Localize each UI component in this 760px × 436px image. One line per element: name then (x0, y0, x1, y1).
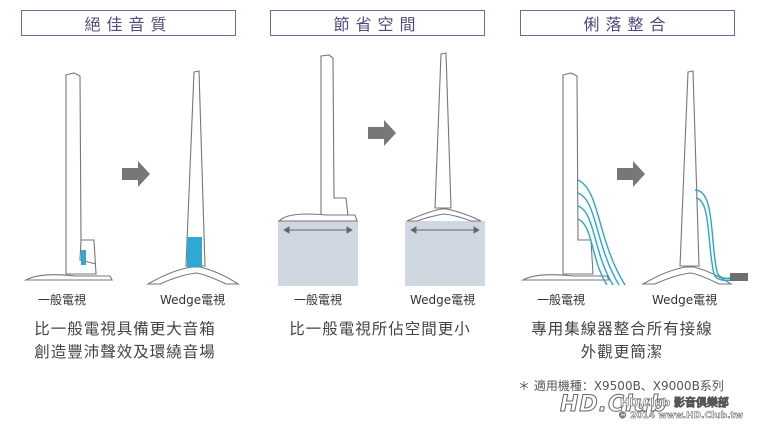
regular-footprint (278, 221, 358, 286)
wedge-cable (694, 189, 732, 282)
regular-tv-drawing (520, 72, 610, 281)
wedge-speaker (187, 237, 202, 267)
panel-space-saving: 節省空間 一般電視 Wedge電視 比一般電視所佔空間更小 (255, 0, 505, 436)
right-arrow-icon (617, 161, 645, 187)
label-regular-tv: 一般電視 (537, 293, 586, 307)
panel-title: 俐落整合 (520, 10, 735, 36)
panel-title: 節省空間 (270, 10, 485, 36)
regular-speaker (81, 250, 86, 265)
label-wedge-tv: Wedge電視 (160, 293, 226, 307)
right-arrow-icon (122, 161, 150, 187)
space-illustration (277, 52, 485, 286)
watermark-copyright: © 2014 www.HD.Club.tw (618, 411, 744, 422)
label-regular-tv: 一般電視 (294, 293, 343, 307)
wedge-tv-drawing (145, 70, 240, 285)
panel-caption: 比一般電視具備更大音箱 創造豐沛聲效及環繞音場 (34, 320, 216, 361)
double-arrow-icon (410, 226, 480, 234)
label-wedge-tv: Wedge電視 (652, 293, 718, 307)
wedge-tv-drawing (406, 52, 482, 222)
watermark-name: HD.Club 影音俱樂部 (620, 396, 730, 410)
panel-caption: 專用集線器整合所有接線 外觀更簡潔 (531, 320, 713, 361)
wedge-tv-drawing (640, 70, 733, 285)
panel-clean-integration: 俐落整合 一般電視 Wedge電視 專用集線器整合所有接線 外觀更簡潔 (505, 0, 755, 436)
panel-title: 絕佳音質 (21, 10, 236, 36)
footnote: ＊ 適用機種：X9500B、X9000B系列 (518, 379, 724, 393)
watermark-logo: HD.Club (559, 392, 668, 418)
panel-sound-quality: 絕佳音質 一般電視 Wedge電視 比一般電視具備更大音箱 創造豐沛聲效及環繞音… (0, 0, 250, 436)
label-wedge-tv: Wedge電視 (410, 293, 476, 307)
panel-caption: 比一般電視所佔空間更小 (289, 320, 471, 338)
watermark: HD.Club HD.Club 影音俱樂部 © 2014 www.HD.Club… (559, 392, 756, 432)
hub-box (730, 273, 748, 281)
sound-illustration (23, 70, 240, 285)
regular-cables (577, 179, 626, 286)
label-regular-tv: 一般電視 (38, 293, 87, 307)
cable-illustration (520, 70, 748, 286)
double-arrow-icon (283, 226, 353, 234)
regular-tv-drawing (23, 72, 113, 281)
regular-tv-drawing (277, 54, 358, 222)
wedge-footprint (405, 221, 485, 286)
right-arrow-icon (368, 120, 396, 146)
